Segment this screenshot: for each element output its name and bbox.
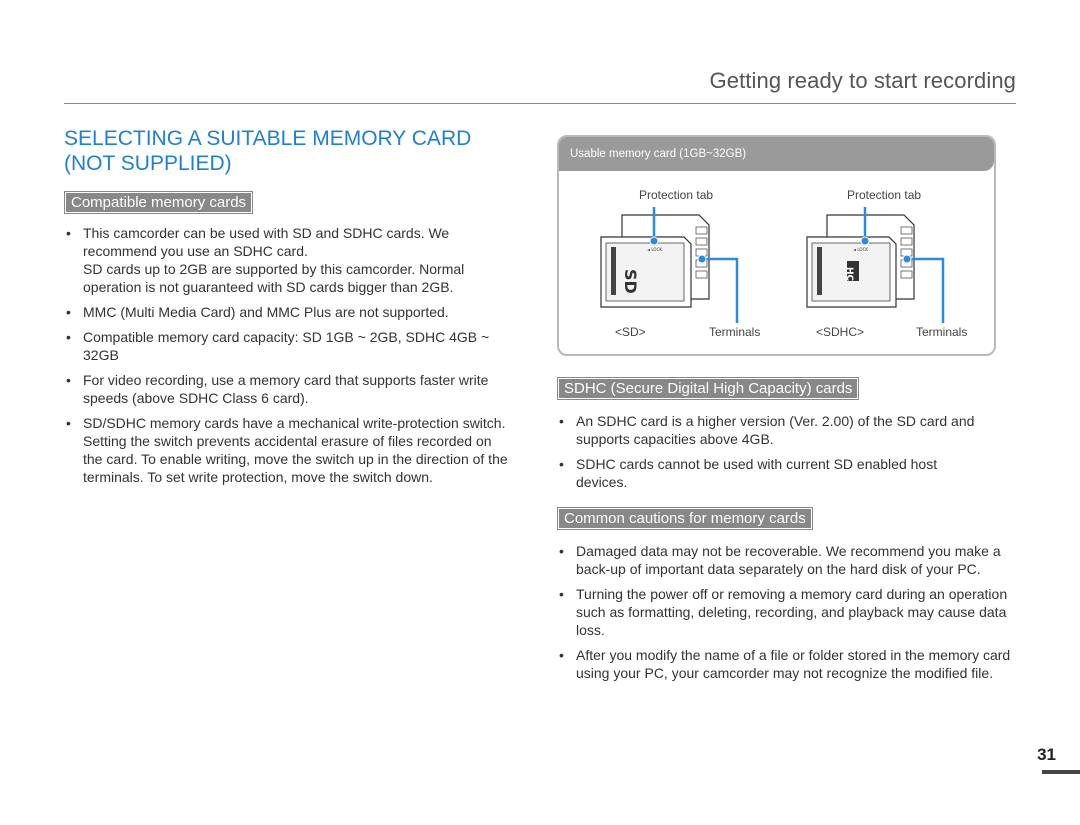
- list-item-subtext: SD cards up to 2GB are supported by this…: [83, 261, 465, 295]
- bullet-icon: •: [66, 329, 71, 345]
- bullet-icon: •: [66, 225, 71, 241]
- sd-card-icon: SD ◄ LOCK: [600, 214, 710, 308]
- list-item-text: SDHC cards cannot be used with current S…: [576, 456, 938, 490]
- protection-tab-label-sd: Protection tab: [639, 188, 714, 202]
- cautions-list: • Damaged data may not be recoverable. W…: [557, 542, 1015, 689]
- memory-card-illustration: SD ◄ LOCK HC ◄ LOCK: [600, 207, 945, 323]
- list-item: • After you modify the name of a file or…: [557, 646, 1015, 682]
- protection-tab-label-sdhc: Protection tab: [847, 188, 922, 202]
- bullet-icon: •: [559, 647, 564, 663]
- terminals-label-sd: Terminals: [709, 325, 761, 339]
- running-header: Getting ready to start recording: [709, 68, 1016, 93]
- list-item: • An SDHC card is a higher version (Ver.…: [557, 412, 1017, 448]
- sdhc-label: <SDHC>: [816, 325, 865, 339]
- page-number-bar: [1042, 770, 1080, 774]
- list-item: • Turning the power off or removing a me…: [557, 585, 1015, 639]
- list-item: • Compatible memory card capacity: SD 1G…: [64, 328, 524, 364]
- bullet-icon: •: [66, 415, 71, 431]
- svg-text:◄ LOCK: ◄ LOCK: [853, 247, 868, 252]
- list-item-text: Turning the power off or removing a memo…: [576, 586, 1008, 638]
- list-item: • MMC (Multi Media Card) and MMC Plus ar…: [64, 303, 524, 321]
- compatible-cards-heading: Compatible memory cards: [64, 191, 254, 214]
- cautions-heading: Common cautions for memory cards: [557, 507, 813, 530]
- list-item-text: Damaged data may not be recoverable. We …: [576, 543, 1001, 577]
- figure-header: Usable memory card (1GB~32GB): [559, 137, 994, 171]
- svg-text:HC: HC: [844, 267, 854, 282]
- section-title: SELECTING A SUITABLE MEMORY CARD (NOT SU…: [64, 127, 472, 175]
- list-item: • Damaged data may not be recoverable. W…: [557, 542, 1015, 578]
- list-item: • SD/SDHC memory cards have a mechanical…: [64, 414, 524, 486]
- page-number: 31: [1037, 745, 1056, 764]
- list-item-text: An SDHC card is a higher version (Ver. 2…: [576, 413, 975, 447]
- memory-card-figure: Usable memory card (1GB~32GB) Protection…: [557, 135, 996, 356]
- compatible-cards-list: • This camcorder can be used with SD and…: [64, 224, 524, 493]
- list-item-text: This camcorder can be used with SD and S…: [83, 225, 450, 259]
- list-item-text: SD/SDHC memory cards have a mechanical w…: [83, 415, 508, 485]
- list-item: • This camcorder can be used with SD and…: [64, 224, 524, 296]
- list-item-text: MMC (Multi Media Card) and MMC Plus are …: [83, 304, 449, 320]
- list-item-text: After you modify the name of a file or f…: [576, 647, 1011, 681]
- svg-text:SD: SD: [621, 269, 640, 294]
- bullet-icon: •: [66, 304, 71, 320]
- sd-label: <SD>: [615, 325, 646, 339]
- header-divider: [64, 103, 1016, 104]
- list-item-text: Compatible memory card capacity: SD 1GB …: [83, 329, 490, 363]
- list-item-text: For video recording, use a memory card t…: [83, 372, 489, 406]
- bullet-icon: •: [559, 586, 564, 602]
- sdhc-card-icon: HC ◄ LOCK: [806, 214, 915, 308]
- list-item: • For video recording, use a memory card…: [64, 371, 524, 407]
- sdhc-heading: SDHC (Secure Digital High Capacity) card…: [557, 377, 860, 400]
- bullet-icon: •: [66, 372, 71, 388]
- list-item: • SDHC cards cannot be used with current…: [557, 455, 1017, 491]
- terminals-label-sdhc: Terminals: [916, 325, 968, 339]
- sdhc-list: • An SDHC card is a higher version (Ver.…: [557, 412, 1017, 498]
- svg-text:◄ LOCK: ◄ LOCK: [647, 247, 662, 252]
- figure-title: Usable memory card (1GB~32GB): [570, 148, 747, 160]
- bullet-icon: •: [559, 456, 564, 472]
- bullet-icon: •: [559, 543, 564, 559]
- bullet-icon: •: [559, 413, 564, 429]
